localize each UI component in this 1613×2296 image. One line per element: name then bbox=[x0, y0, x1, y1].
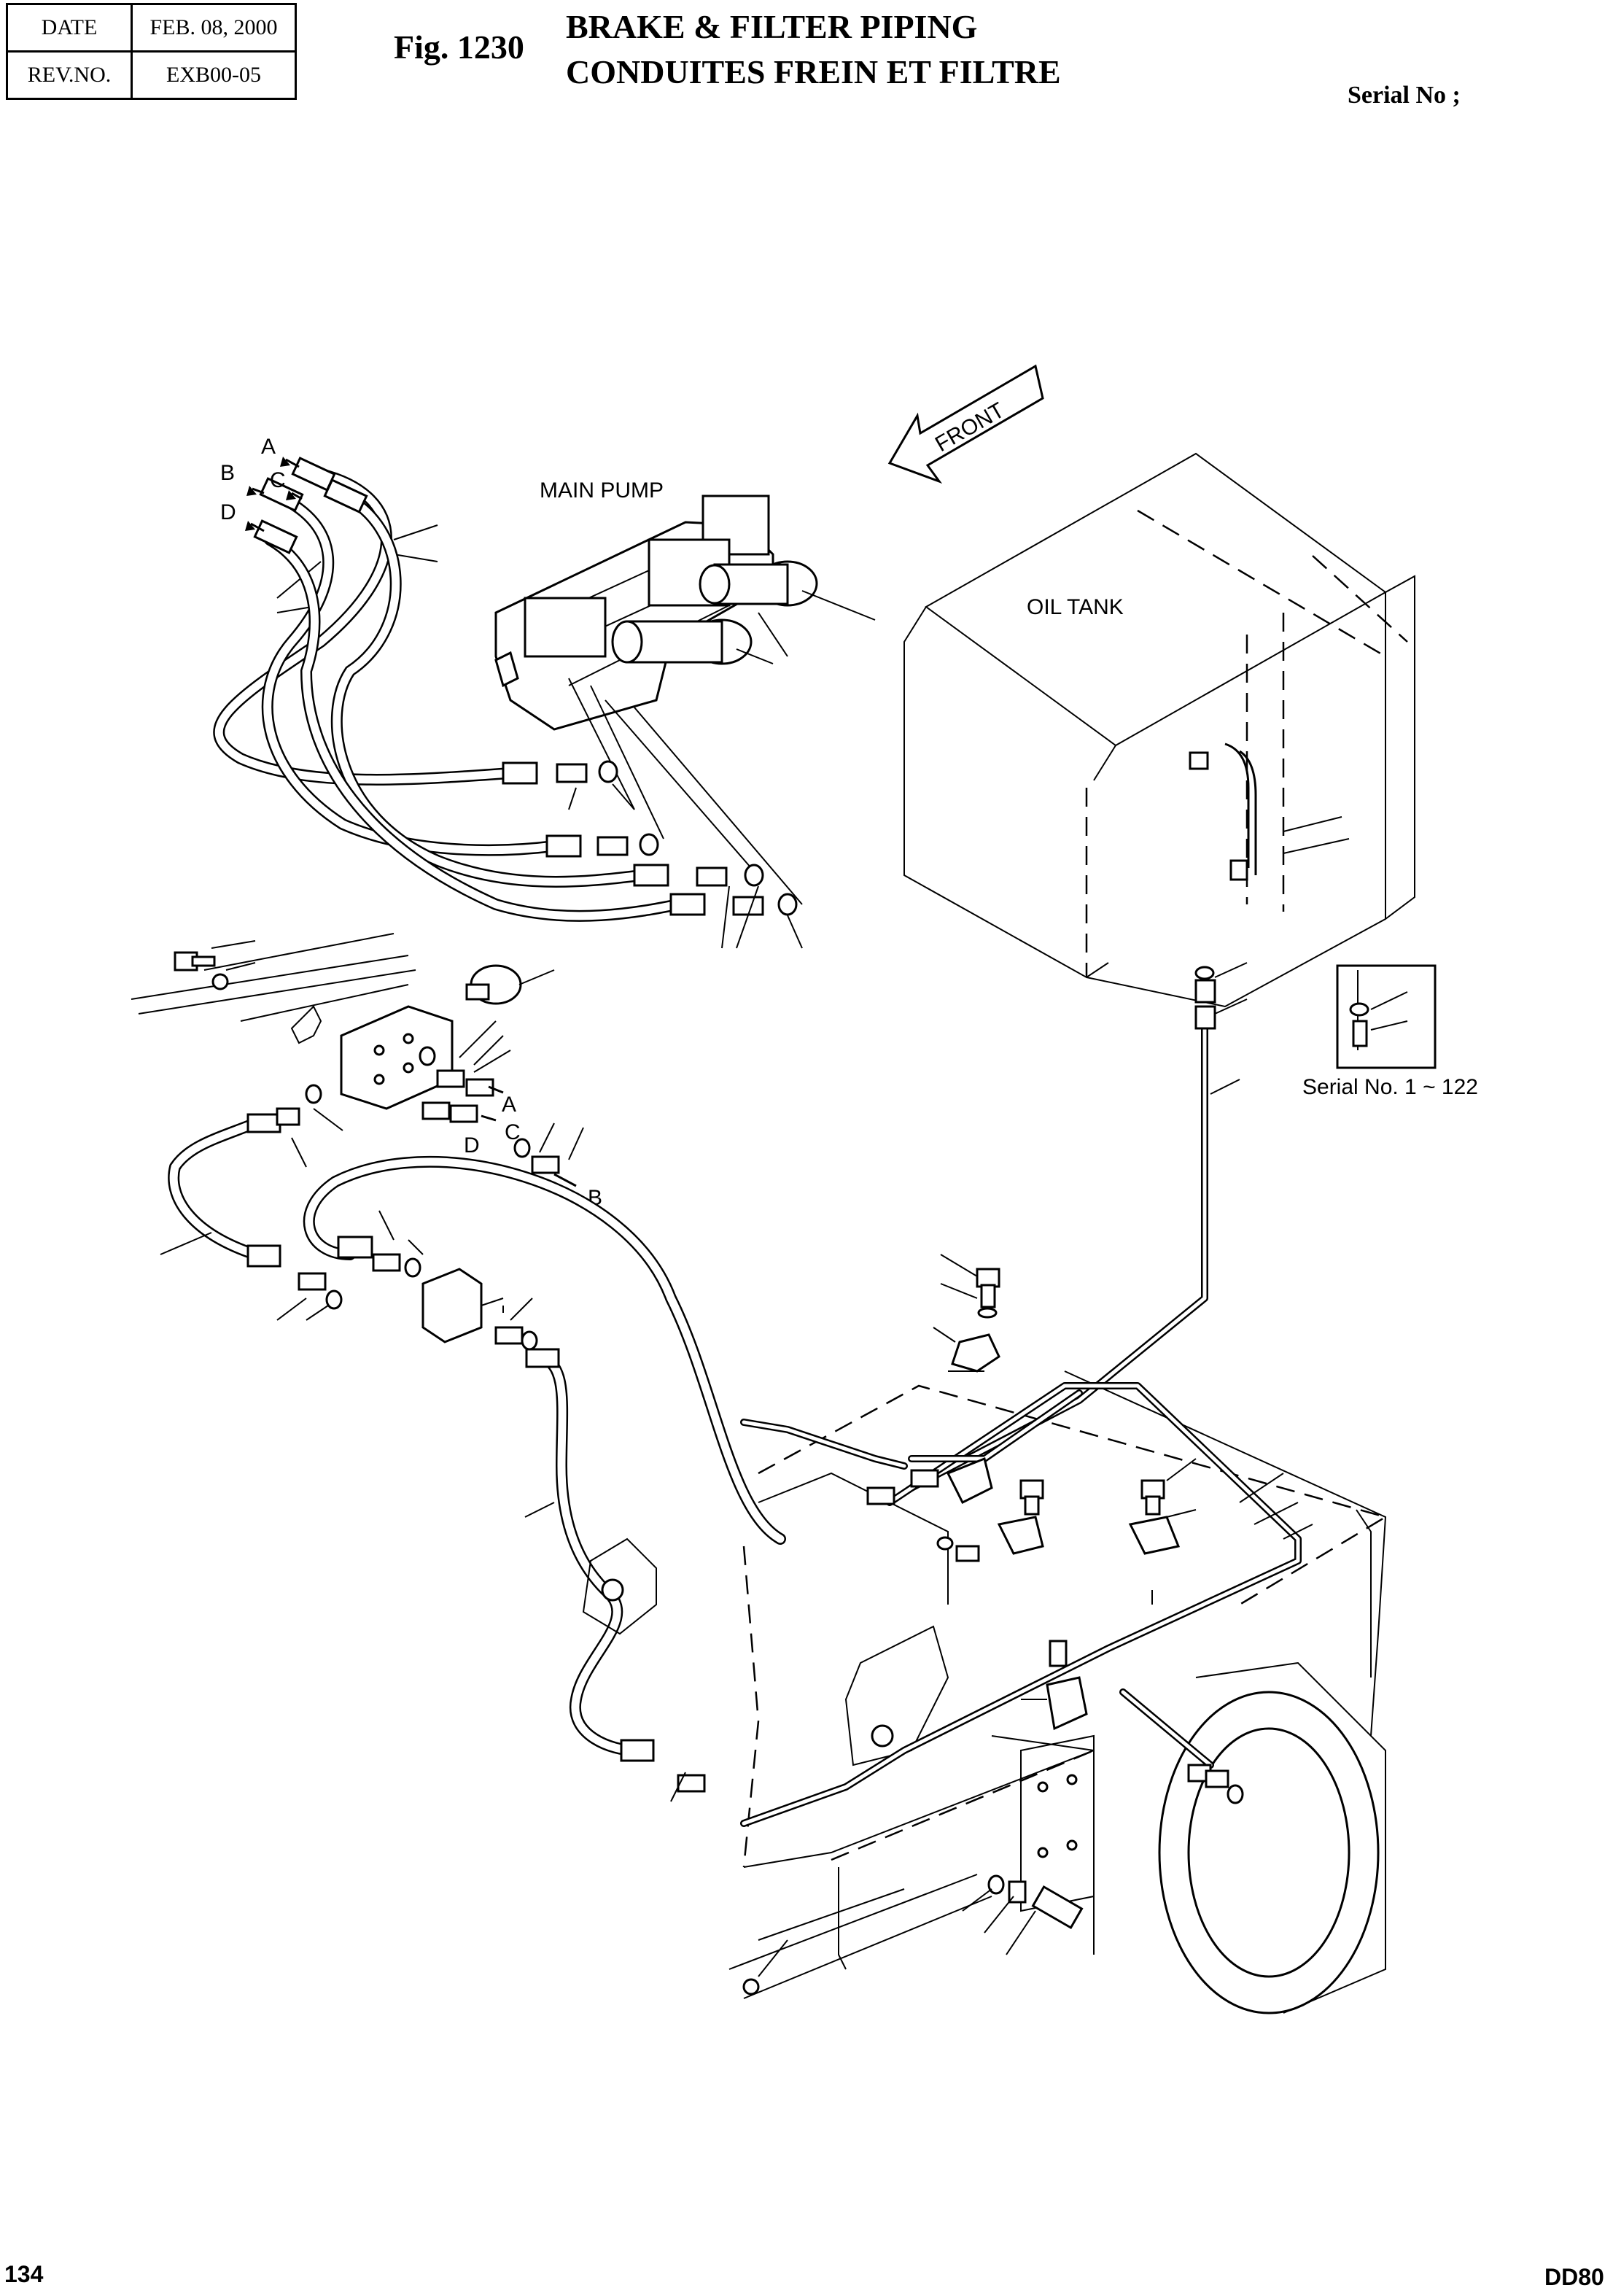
o-ring bbox=[744, 864, 764, 887]
washer bbox=[211, 973, 229, 990]
title-english: BRAKE & FILTER PIPING bbox=[566, 8, 978, 45]
main-pump-label: MAIN PUMP bbox=[540, 478, 664, 503]
serial-number-label: Serial No ; bbox=[1348, 82, 1461, 109]
o-ring bbox=[639, 833, 659, 856]
o-ring bbox=[598, 760, 618, 783]
port-label-d-top: D bbox=[220, 500, 236, 524]
date-label: DATE bbox=[6, 3, 133, 53]
o-ring bbox=[987, 1874, 1005, 1895]
o-ring bbox=[513, 1138, 531, 1158]
figure-number: Fig. 1230 bbox=[394, 28, 524, 66]
main-pump: MAIN PUMP bbox=[494, 478, 876, 731]
rev-value: EXB00-05 bbox=[131, 50, 297, 100]
pipe-clamp bbox=[997, 1516, 1044, 1555]
port-label-d-mid: D bbox=[464, 1133, 480, 1157]
washer bbox=[936, 1536, 954, 1551]
serial-detail-box: Serial No. 1 ~ 122 bbox=[1302, 964, 1478, 1099]
pipe-clamps bbox=[866, 1254, 1313, 1955]
rev-label: REV.NO. bbox=[6, 50, 133, 100]
o-ring-icon bbox=[1349, 1002, 1369, 1017]
o-ring bbox=[777, 893, 798, 916]
pipe-adapter bbox=[1194, 979, 1216, 1004]
front-arrow: FRONT bbox=[887, 364, 1044, 484]
port-label-a-mid: A bbox=[502, 1093, 516, 1117]
rigid-brake-pipes bbox=[740, 962, 1302, 1827]
oil-tank: OIL TANK bbox=[903, 452, 1415, 1008]
washer bbox=[742, 1978, 760, 1996]
date-value: FEB. 08, 2000 bbox=[131, 3, 297, 53]
o-ring bbox=[521, 1330, 538, 1351]
front-label: FRONT bbox=[931, 398, 1008, 457]
port-label-c-mid: C bbox=[505, 1120, 521, 1144]
adapter-fitting bbox=[732, 896, 764, 916]
upper-fittings bbox=[556, 760, 803, 949]
tank-fitting bbox=[1189, 751, 1209, 770]
serial-range-label: Serial No. 1 ~ 122 bbox=[1302, 1075, 1478, 1099]
adapter-fitting bbox=[696, 866, 728, 887]
pipe-clamp bbox=[951, 1333, 1000, 1373]
adapter-fitting bbox=[596, 836, 629, 856]
upper-hose-bundle bbox=[213, 457, 706, 922]
port-label-c-top: C bbox=[270, 468, 286, 492]
adapter-fitting bbox=[556, 763, 588, 783]
pipe-clamp bbox=[1128, 1516, 1181, 1555]
model-code: DD80 bbox=[1544, 2264, 1604, 2290]
oil-tank-label: OIL TANK bbox=[1027, 595, 1124, 619]
title-french: CONDUITES FREIN ET FILTRE bbox=[566, 53, 1061, 90]
o-ring bbox=[1194, 966, 1215, 980]
upper-port-labels: A B C D bbox=[220, 435, 303, 532]
figure-title: BRAKE & FILTER PIPING CONDUITES FREIN ET… bbox=[566, 4, 1061, 95]
drain-pipe-end bbox=[1229, 859, 1248, 881]
left-brake-hoses bbox=[160, 1084, 786, 1802]
header-info-table: DATE FEB. 08, 2000 REV.NO. EXB00-05 bbox=[6, 3, 297, 100]
o-ring bbox=[404, 1257, 421, 1278]
port-label-a-top: A bbox=[261, 435, 276, 459]
pipe-clamp bbox=[946, 1457, 993, 1505]
tee-block bbox=[421, 1268, 483, 1343]
port-label-b-top: B bbox=[220, 461, 235, 485]
valve-block-assembly: A C D B bbox=[131, 933, 602, 1210]
pump-port-leaders bbox=[276, 524, 803, 905]
adapter-icon bbox=[1352, 1020, 1368, 1047]
o-ring bbox=[1227, 1784, 1244, 1804]
bolt-head bbox=[976, 1268, 1000, 1288]
washer bbox=[977, 1307, 998, 1319]
tee-fitting bbox=[1046, 1676, 1088, 1731]
o-ring bbox=[419, 1046, 436, 1066]
page-number: 134 bbox=[4, 2261, 44, 2287]
o-ring bbox=[325, 1289, 343, 1310]
